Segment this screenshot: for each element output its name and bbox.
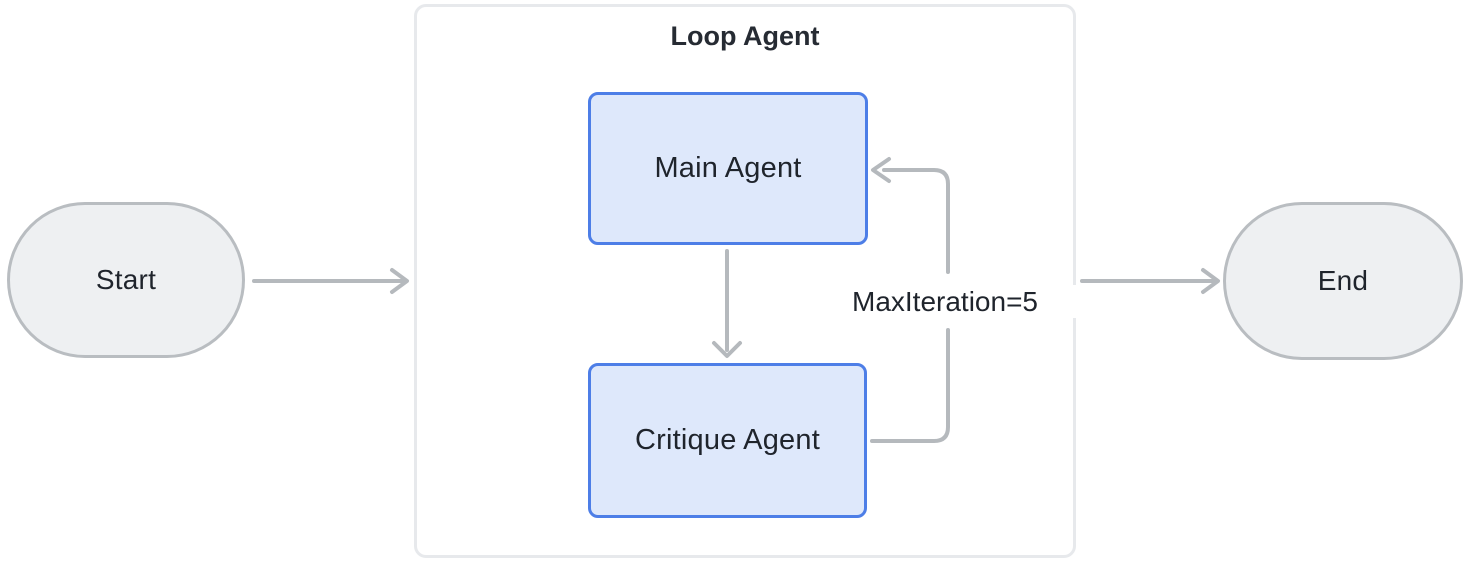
start-node-label: Start bbox=[95, 264, 157, 295]
start-node: Start bbox=[7, 202, 245, 358]
arrowhead-right-icon bbox=[390, 268, 409, 294]
arrowhead-right-icon bbox=[1201, 268, 1220, 294]
main-agent-node: Main Agent bbox=[588, 92, 868, 245]
end-node: End bbox=[1223, 202, 1463, 360]
critique-agent-node: Critique Agent bbox=[588, 363, 867, 518]
loop-agent-container: Loop Agent bbox=[414, 4, 1076, 558]
max-iteration-label: MaxIteration=5 bbox=[810, 285, 1080, 318]
main-agent-label: Main Agent bbox=[654, 152, 802, 184]
end-node-label: End bbox=[1317, 265, 1369, 296]
edge-loop-agent-to-end bbox=[1080, 268, 1220, 294]
loop-agent-title: Loop Agent bbox=[670, 21, 820, 51]
critique-agent-label: Critique Agent bbox=[635, 424, 820, 456]
edge-start-to-loop-agent bbox=[252, 268, 409, 294]
